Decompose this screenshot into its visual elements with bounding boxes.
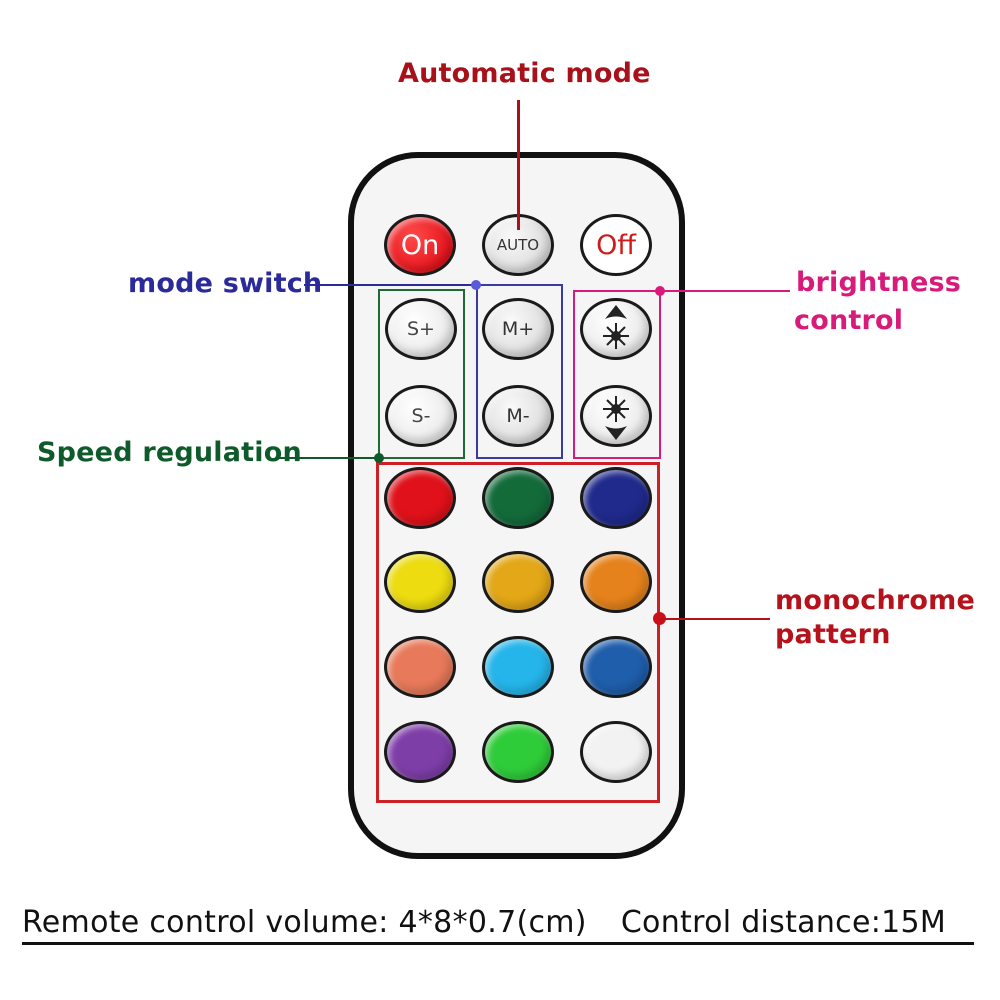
auto-button-label: AUTO [496,236,540,254]
automatic-mode-label: Automatic mode [398,58,651,89]
brightness-group-box [573,290,661,459]
brightness-down-button[interactable] [580,385,652,447]
automatic-mode-leader-line [517,100,520,230]
color-button-white[interactable] [580,721,652,783]
mode-group-box [476,284,563,459]
color-button-purple[interactable] [384,721,456,783]
monochrome-leader-line [660,618,770,620]
remote-volume-spec: Remote control volume: 4*8*0.7(cm) [22,905,587,940]
control-distance-spec: Control distance:15M [620,905,947,940]
mode-up-label: M+ [501,318,535,340]
color-group-box [376,462,660,803]
monochrome-pattern-label-line2: pattern [775,619,891,650]
speed-down-label: S- [411,405,431,427]
mode-switch-leader-dot [471,280,481,290]
brightness-control-label-line2: control [794,305,904,336]
mode-switch-label: mode switch [128,268,323,299]
mode-switch-leader-line [304,284,476,286]
brightness-up-icon [603,305,629,349]
color-button-salmon[interactable] [384,636,456,698]
color-button-green[interactable] [482,721,554,783]
color-button-sky-blue[interactable] [482,636,554,698]
on-button[interactable]: On [384,214,456,276]
monochrome-pattern-label-line1: monochrome [775,585,975,616]
speed-regulation-leader-line [277,457,379,459]
color-button-orange[interactable] [580,551,652,613]
speed-group-box [378,289,465,459]
brightness-down-icon [603,396,629,440]
color-button-dark-green[interactable] [482,467,554,529]
color-button-blue[interactable] [580,636,652,698]
off-button-label: Off [596,229,636,261]
off-button[interactable]: Off [580,214,652,276]
color-button-red[interactable] [384,467,456,529]
speed-regulation-leader-dot [374,453,384,463]
speed-up-label: S+ [407,318,435,340]
mode-down-label: M- [506,405,530,427]
color-button-dark-blue[interactable] [580,467,652,529]
color-button-yellow[interactable] [384,551,456,613]
speed-regulation-label: Speed regulation [37,437,302,468]
brightness-control-label-line1: brightness [796,267,962,298]
monochrome-leader-dot [653,612,666,625]
mode-up-button[interactable]: M+ [482,298,554,360]
color-button-amber[interactable] [482,551,554,613]
on-button-label: On [400,229,440,261]
speed-down-button[interactable]: S- [385,385,457,447]
brightness-leader-line [660,290,790,292]
spec-footer: Remote control volume: 4*8*0.7(cm) Contro… [22,905,974,945]
speed-up-button[interactable]: S+ [385,298,457,360]
brightness-up-button[interactable] [580,298,652,360]
mode-down-button[interactable]: M- [482,385,554,447]
